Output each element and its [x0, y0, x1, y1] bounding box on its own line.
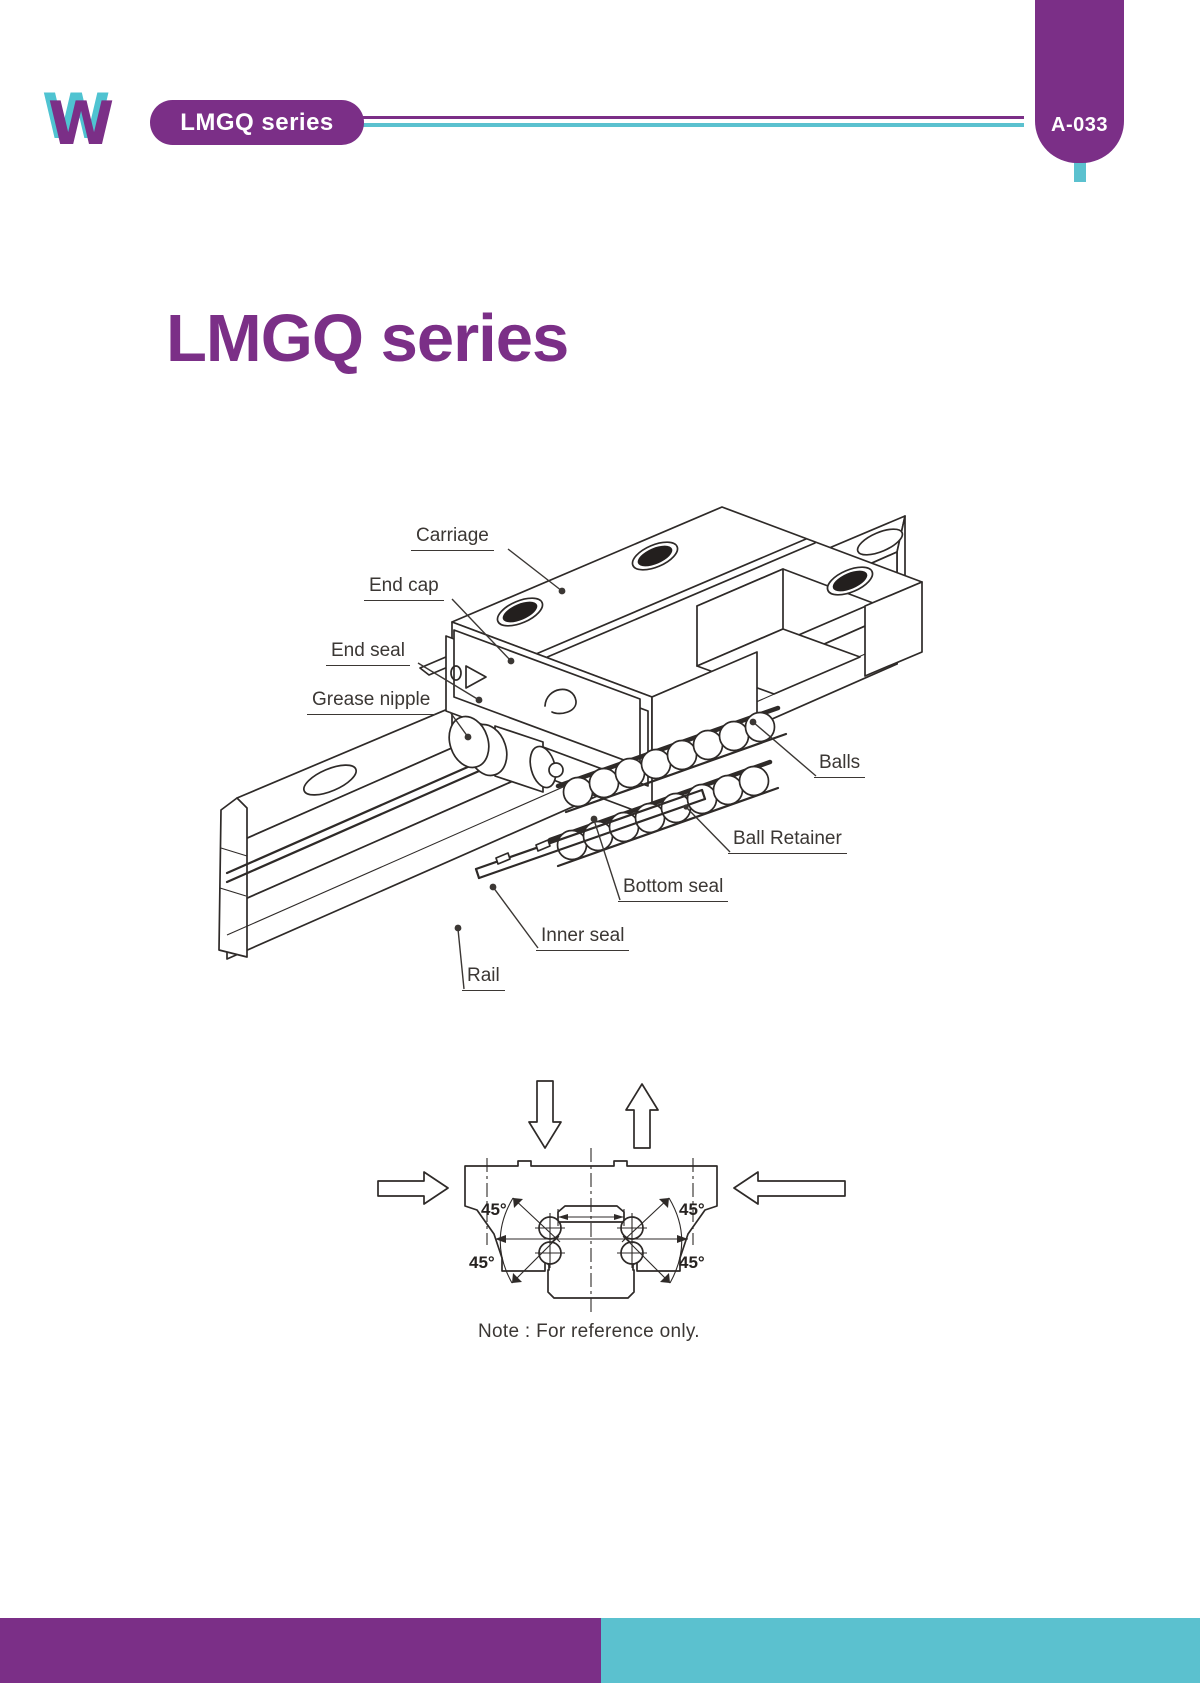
page-code: A-033: [1051, 114, 1108, 136]
page-code-tab: A-033: [1035, 0, 1124, 163]
brand-logo: W W: [42, 80, 114, 154]
footer-strip-teal: [601, 1618, 1200, 1683]
series-badge: LMGQ series: [150, 100, 364, 145]
logo-glyph: W: [48, 89, 114, 154]
end-cap-plate: [453, 629, 641, 767]
label-bottom-seal: Bottom seal: [618, 876, 729, 902]
footer-strip-purple: [0, 1618, 601, 1683]
leader-lines: [417, 548, 817, 990]
angle-label-bottom-right: 45°: [679, 1253, 705, 1272]
rail-drawing: [218, 515, 906, 960]
angle-label-bottom-left: 45°: [469, 1253, 495, 1272]
header-rule-teal: [356, 123, 1024, 127]
cross-section-drawing: [377, 1080, 846, 1312]
logo-accent-glyph: W: [42, 80, 110, 153]
label-grease-nipple: Grease nipple: [307, 689, 436, 715]
load-arrows: [377, 1080, 846, 1205]
label-end-seal: End seal: [326, 640, 410, 666]
dimension-lines: [495, 1209, 688, 1243]
label-balls: Balls: [814, 752, 866, 778]
angle-label-top-right: 45°: [679, 1200, 705, 1219]
end-seal-plate: [445, 635, 649, 787]
rail-section: [545, 1221, 637, 1299]
label-carriage: Carriage: [411, 525, 494, 551]
grease-nipple-drawing: [448, 715, 564, 793]
section-balls: [535, 1213, 647, 1268]
contact-angle-lines: [499, 1197, 683, 1284]
header-rule-purple: [356, 116, 1024, 119]
label-rail: Rail: [462, 965, 505, 991]
label-ball-retainer: Ball Retainer: [728, 828, 847, 854]
angle-label-top-left: 45°: [481, 1200, 507, 1219]
label-end-cap: End cap: [364, 575, 444, 601]
bottom-seal-drawing: [474, 788, 707, 880]
reference-note: Note : For reference only.: [478, 1321, 700, 1342]
carriage-mounting-holes: [496, 541, 874, 627]
label-inner-seal: Inner seal: [536, 925, 630, 951]
page-title: LMGQ series: [166, 301, 569, 376]
